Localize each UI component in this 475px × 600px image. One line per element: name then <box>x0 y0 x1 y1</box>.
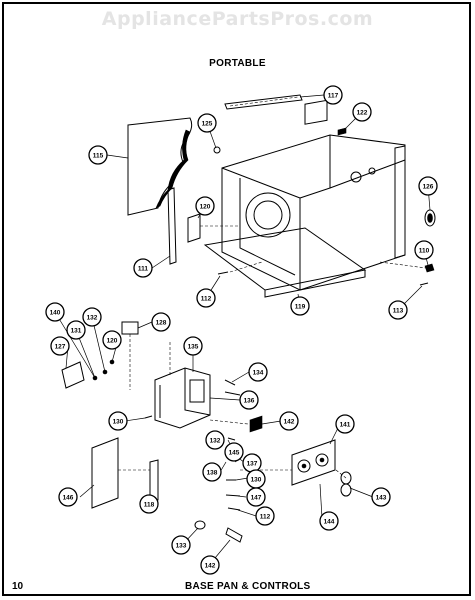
callout-142-lower: 142 <box>200 555 220 575</box>
callout-130: 130 <box>246 469 266 489</box>
knobs-143 <box>335 469 352 497</box>
callout-label: 146 <box>63 495 74 502</box>
callout-132: 132 <box>82 307 102 327</box>
callout-label: 134 <box>253 370 264 377</box>
callout-122: 122 <box>352 102 372 122</box>
side-panel-115 <box>127 117 193 216</box>
callout-label: 142 <box>205 563 216 570</box>
callout-143: 143 <box>371 487 391 507</box>
callout-label: 126 <box>423 184 434 191</box>
callout-label: 120 <box>107 338 118 345</box>
bracket-146 <box>91 437 150 509</box>
diagram-title: PORTABLE <box>209 58 266 69</box>
callout-label: 113 <box>393 308 404 315</box>
callout-147: 147 <box>246 487 266 507</box>
callout-label: 115 <box>93 153 104 160</box>
callout-label: 138 <box>207 470 218 477</box>
callout-label: 143 <box>376 495 387 502</box>
capacitor-127 <box>61 361 85 389</box>
watermark: AppliancePartsPros.com <box>101 8 374 30</box>
callout-label: 135 <box>188 344 199 351</box>
callout-label: 137 <box>247 461 258 468</box>
callout-125: 125 <box>197 113 217 133</box>
callout-127: 127 <box>50 336 70 356</box>
front-bracket-120 <box>187 213 240 243</box>
callout-144: 144 <box>319 511 339 531</box>
section-title: BASE PAN & CONTROLS <box>185 581 311 592</box>
small-parts-upper <box>213 127 436 286</box>
callout-128: 128 <box>151 312 171 332</box>
callout-label: 128 <box>156 320 167 327</box>
callout-label: 136 <box>244 398 255 405</box>
control-panel-141 <box>291 439 336 486</box>
callout-label: 130 <box>251 477 262 484</box>
callout-142-upper: 142 <box>279 411 299 431</box>
callout-label: 111 <box>138 266 149 273</box>
cabinet-housing <box>221 99 406 291</box>
callout-label: 112 <box>260 514 271 521</box>
switch-128 <box>121 321 139 390</box>
callout-135: 135 <box>183 336 203 356</box>
rail-111 <box>167 187 177 265</box>
callout-label: 112 <box>201 296 212 303</box>
control-box-135 <box>154 340 211 429</box>
callout-label: 132 <box>87 315 98 322</box>
callout-117: 117 <box>323 85 343 105</box>
callout-133: 133 <box>171 535 191 555</box>
callout-label: 110 <box>419 248 430 255</box>
callout-label: 140 <box>50 310 61 317</box>
callout-113: 113 <box>388 300 408 320</box>
callout-136: 136 <box>239 390 259 410</box>
callout-label: 125 <box>202 121 213 128</box>
callout-134: 134 <box>248 362 268 382</box>
page-number: 10 <box>12 581 24 592</box>
callout-141: 141 <box>335 414 355 434</box>
top-strip-117 <box>224 94 303 110</box>
callout-label: 133 <box>176 543 187 550</box>
callout-label: 141 <box>340 422 351 429</box>
callout-label: 130 <box>113 419 124 426</box>
callout-126: 126 <box>418 176 438 196</box>
callout-115: 115 <box>88 145 108 165</box>
callout-132-lower: 132 <box>205 430 225 450</box>
callout-label: 127 <box>55 344 66 351</box>
callout-112: 112 <box>196 288 216 308</box>
base-pan-119 <box>203 227 367 298</box>
callout-131: 131 <box>66 320 86 340</box>
callout-130-left: 130 <box>108 411 128 431</box>
callout-label: 117 <box>328 93 339 100</box>
callout-145: 145 <box>224 442 244 462</box>
callout-label: 118 <box>144 502 155 509</box>
callout-140: 140 <box>45 302 65 322</box>
callout-112-lower: 112 <box>255 506 275 526</box>
callout-138: 138 <box>202 462 222 482</box>
callout-118: 118 <box>139 494 159 514</box>
callout-120-lower: 120 <box>102 330 122 350</box>
callout-label: 132 <box>210 438 221 445</box>
callout-label: 142 <box>284 419 295 426</box>
callout-119: 119 <box>290 296 310 316</box>
callout-label: 122 <box>357 110 368 117</box>
callout-110: 110 <box>414 240 434 260</box>
callout-label: 147 <box>251 495 262 502</box>
callout-label: 144 <box>324 519 335 526</box>
callout-label: 120 <box>200 204 211 211</box>
support-118 <box>149 459 159 503</box>
callout-111: 111 <box>133 258 153 278</box>
callout-label: 119 <box>295 304 306 311</box>
callout-146: 146 <box>58 487 78 507</box>
callout-120: 120 <box>195 196 215 216</box>
callout-137: 137 <box>242 453 262 473</box>
callout-label: 145 <box>229 450 240 457</box>
callout-label: 131 <box>71 328 82 335</box>
